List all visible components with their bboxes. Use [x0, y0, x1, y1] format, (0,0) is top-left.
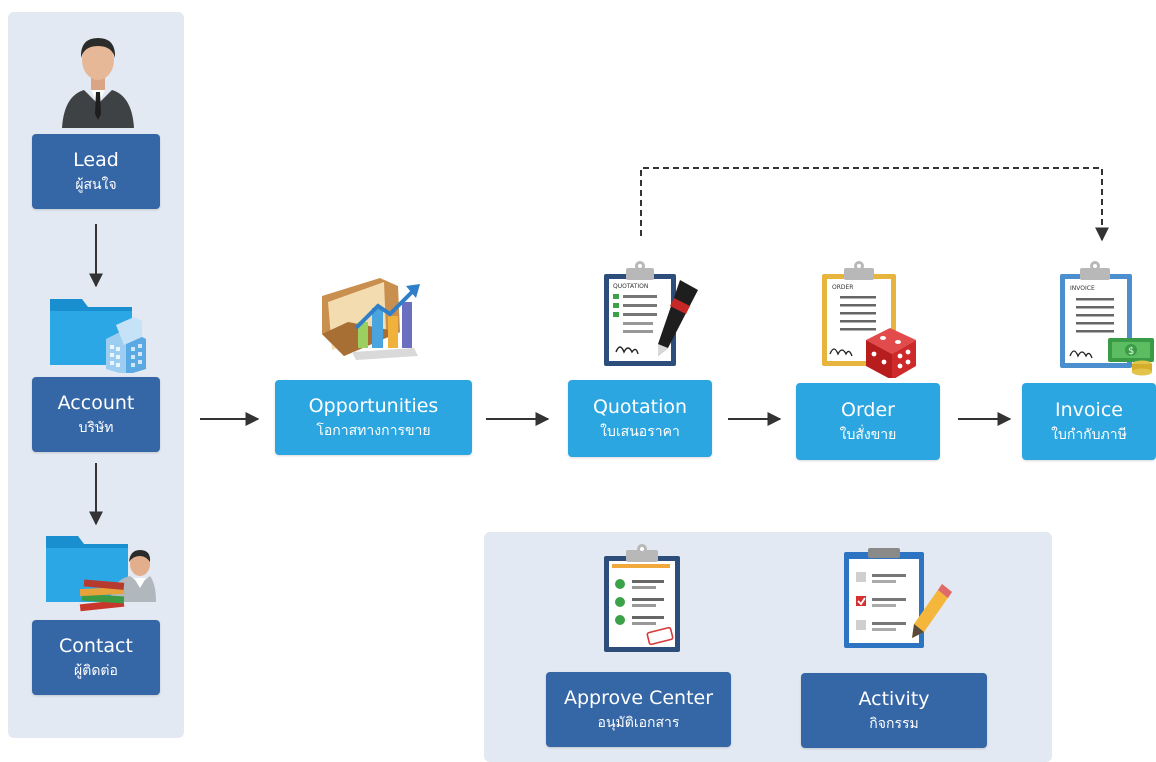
account-box[interactable]: Account บริษัท: [32, 377, 160, 452]
activity-subtitle: กิจกรรม: [869, 715, 919, 732]
activity-title: Activity: [858, 687, 930, 710]
contact-subtitle: ผู้ติดต่อ: [74, 662, 118, 679]
svg-text:QUOTATION: QUOTATION: [613, 283, 648, 290]
contact-box[interactable]: Contact ผู้ติดต่อ: [32, 620, 160, 695]
activity-checklist-icon: [844, 548, 952, 648]
approve-center-title: Approve Center: [563, 686, 714, 709]
activity-box[interactable]: Activity กิจกรรม: [801, 673, 987, 748]
svg-text:INVOICE: INVOICE: [1070, 285, 1095, 292]
approve-center-subtitle: อนุมัติเอกสาร: [597, 714, 680, 731]
svg-text:$: $: [1128, 346, 1134, 357]
quotation-box[interactable]: Quotation ใบเสนอราคา: [568, 380, 712, 457]
lead-subtitle: ผู้สนใจ: [75, 176, 117, 193]
order-subtitle: ใบสั่งขาย: [839, 426, 897, 443]
order-box[interactable]: Order ใบสั่งขาย: [796, 383, 940, 460]
businessman-icon: [62, 38, 134, 128]
order-title: Order: [841, 398, 895, 421]
approve-center-box[interactable]: Approve Center อนุมัติเอกสาร: [546, 672, 731, 747]
opportunities-title: Opportunities: [308, 394, 439, 417]
invoice-clipboard-icon: INVOICE $: [1060, 261, 1154, 376]
account-subtitle: บริษัท: [78, 419, 114, 436]
lead-title: Lead: [73, 148, 119, 171]
quotation-subtitle: ใบเสนอราคา: [600, 423, 680, 440]
contact-title: Contact: [59, 634, 133, 657]
invoice-box[interactable]: Invoice ใบกำกับภาษี: [1022, 383, 1156, 460]
folder-chart-icon: [322, 278, 420, 360]
quotation-clipboard-icon: QUOTATION: [604, 261, 698, 366]
svg-text:ORDER: ORDER: [832, 284, 853, 291]
left-panel: [8, 12, 184, 738]
lead-box[interactable]: Lead ผู้สนใจ: [32, 134, 160, 209]
invoice-subtitle: ใบกำกับภาษี: [1051, 426, 1127, 443]
approve-clipboard-icon: [604, 544, 680, 652]
order-clipboard-icon: ORDER: [822, 261, 916, 378]
account-title: Account: [57, 391, 135, 414]
folder-person-icon: [46, 536, 156, 612]
invoice-title: Invoice: [1055, 398, 1123, 421]
dashed-quotation-invoice: [640, 167, 1109, 242]
quotation-title: Quotation: [592, 395, 688, 418]
opportunities-box[interactable]: Opportunities โอกาสทางการขาย: [275, 380, 472, 455]
folder-building-icon: [50, 299, 146, 373]
opportunities-subtitle: โอกาสทางการขาย: [316, 422, 431, 439]
